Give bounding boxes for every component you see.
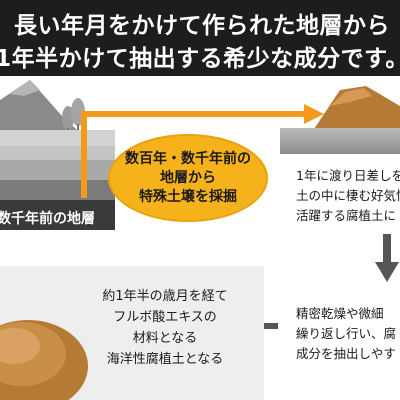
aging-line-1: 1年に渡り日差しを: [296, 168, 400, 183]
headline-line-1: 長い年月をかけて作られた地層から: [14, 13, 390, 39]
result-step-panel: [0, 266, 264, 400]
humus-soil-pile-icon: [0, 320, 88, 400]
bubble-line-1: 数百年・数千年前の: [125, 151, 251, 167]
result-step-text: 約1年半の歳月を経て フルボ酸エキスの 材料となる 海洋性腐植土となる: [76, 286, 254, 370]
extract-line-1: 精密乾燥や微細: [296, 306, 384, 321]
extract-line-2: 繰り返し行い、腐: [296, 326, 397, 341]
headline-line-2: 1年半かけて抽出する希少な成分です。: [0, 46, 400, 72]
soil-layer-block: [280, 128, 400, 154]
result-line-2: フルボ酸エキスの: [113, 310, 217, 325]
extract-line-3: 成分を抽出しやす: [296, 346, 396, 361]
orange-flow-arrow: [81, 111, 306, 198]
headline-banner: 長い年月をかけて作られた地層から 1年半かけて抽出する希少な成分です。: [0, 0, 400, 76]
extraction-step-text: 精密乾燥や微細 繰り返し行い、腐 成分を抽出しやす: [296, 304, 396, 364]
soil-mound-icon: [312, 86, 400, 132]
aging-line-3: 活躍する腐植土に: [296, 208, 397, 223]
bubble-line-2: 地層から: [160, 170, 216, 186]
landscape-illustration: [0, 80, 400, 142]
aging-step-text: 1年に渡り日差しを 土の中に棲む好気性 活躍する腐植土に: [296, 166, 400, 226]
aging-line-2: 土の中に棲む好気性: [296, 188, 400, 203]
stratum-label: 数千年前の地層: [0, 211, 95, 227]
process-diagram: 数千年前の地層 数百年・数千年前の 地層から 特殊土壌を採掘 1年に渡り日差しを…: [0, 76, 400, 400]
result-line-3: 材料となる: [132, 331, 198, 346]
bubble-line-3: 特殊土壌を採掘: [139, 189, 237, 205]
excavation-step-bubble: 数百年・数千年前の 地層から 特殊土壌を採掘: [108, 134, 268, 222]
result-line-1: 約1年半の歳月を経て: [102, 289, 228, 304]
down-arrow-icon: [375, 234, 399, 282]
result-line-4: 海洋性腐植土となる: [106, 352, 224, 367]
